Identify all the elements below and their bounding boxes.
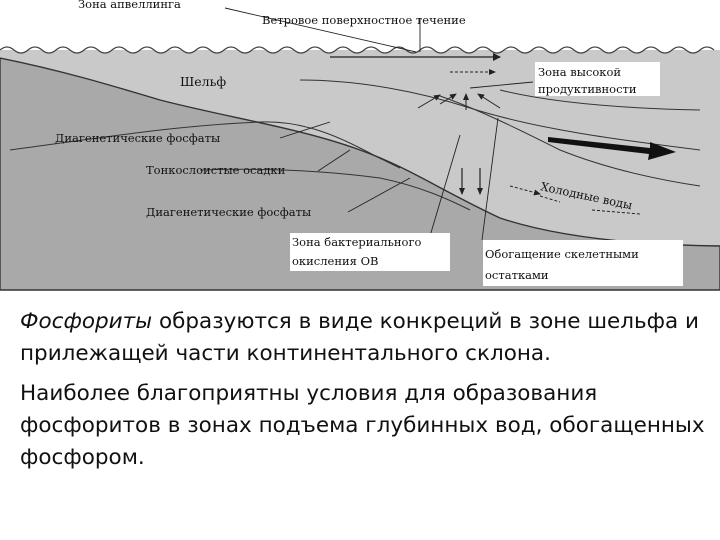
label-upwelling-zone: Зона апвеллинга bbox=[78, 0, 181, 11]
label-thin-layered-sediments: Тонкослоистые осадки bbox=[146, 163, 286, 177]
label-diagenetic-phosphates-1: Диагенетические фосфаты bbox=[55, 131, 220, 145]
upwelling-phosphate-diagram: Зона апвеллинга Ветровое поверхностное т… bbox=[0, 0, 720, 292]
label-wind-current: Ветровое поверхностное течение bbox=[262, 13, 466, 27]
caption-paragraph-1: Фосфориты образуются в виде конкреций в … bbox=[20, 306, 710, 370]
sea-surface bbox=[0, 40, 720, 53]
label-shelf: Шельф bbox=[180, 74, 226, 89]
caption-paragraph-2: Наиболее благоприятны условия для образо… bbox=[20, 378, 710, 474]
label-diagenetic-phosphates-2: Диагенетические фосфаты bbox=[146, 205, 311, 219]
caption-text: Фосфориты образуются в виде конкреций в … bbox=[20, 306, 710, 482]
term-phosphorites: Фосфориты bbox=[20, 309, 152, 334]
